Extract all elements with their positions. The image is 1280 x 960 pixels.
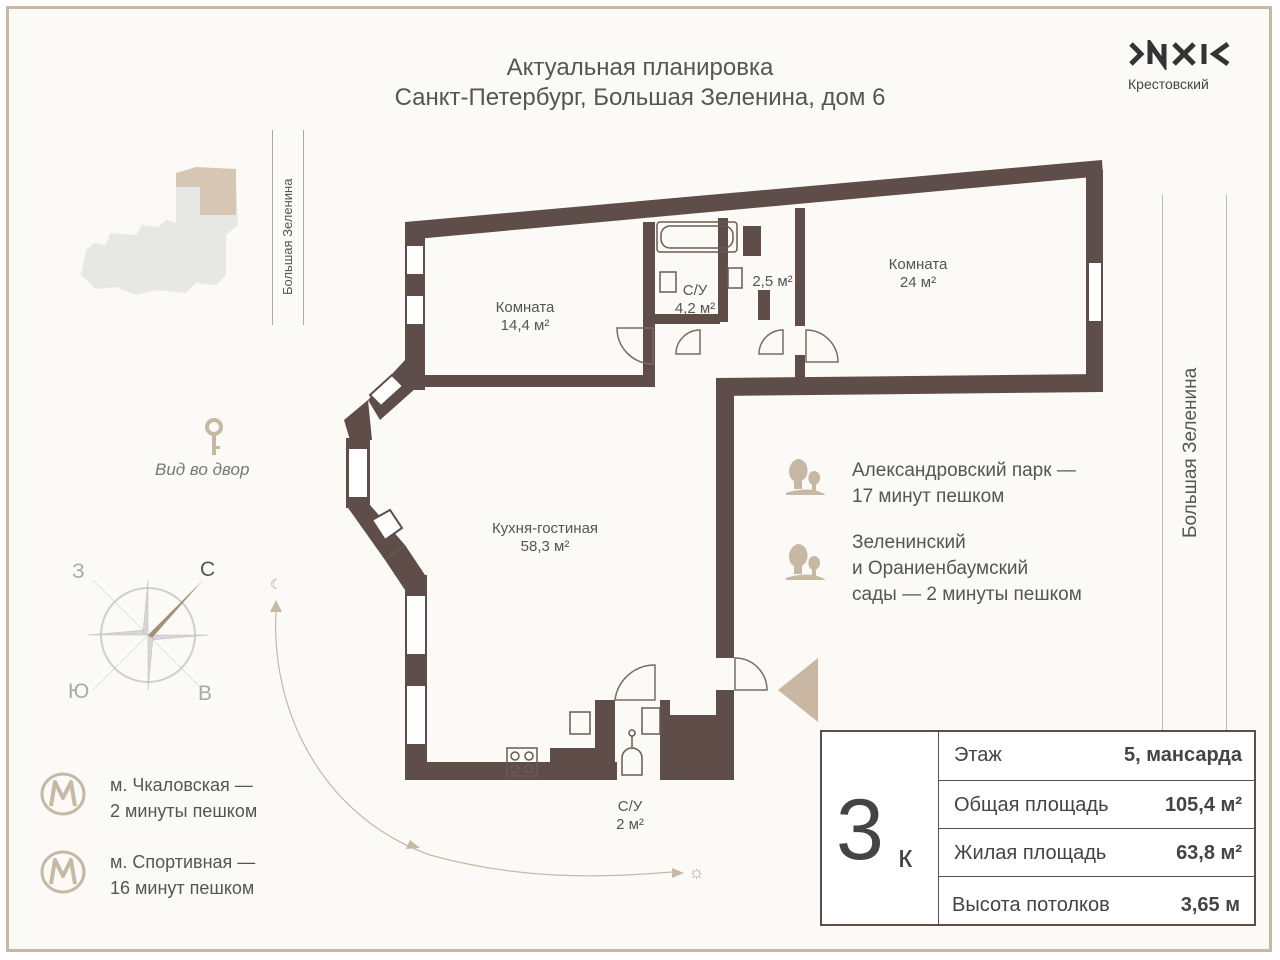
spec-floor-label: Этаж	[954, 744, 1002, 766]
compass-north: С	[200, 558, 216, 581]
metro-icon	[40, 850, 86, 894]
spec-total-value: 105,4 м²	[1164, 794, 1242, 816]
spec-row-sep	[938, 828, 1254, 829]
compass-west: З	[72, 560, 85, 583]
view-label: Вид во двор	[155, 460, 250, 479]
spec-row-sep	[938, 780, 1254, 781]
building-location-map	[81, 167, 238, 295]
spec-floor-value: 5, мансарда	[1124, 744, 1242, 766]
spec-living-value: 63,8 м²	[1176, 842, 1242, 864]
storage-label: 2,5 м²	[752, 273, 793, 290]
spec-row-sep	[938, 876, 1254, 877]
sun-icon: ☼	[688, 862, 705, 882]
metro-2-text: м. Спортивная —16 минут пешком	[110, 852, 256, 898]
krestovsky-logo-icon	[1129, 40, 1230, 70]
metro-icon	[40, 772, 86, 816]
compass-south: Ю	[68, 680, 90, 703]
tree-icon	[786, 544, 826, 580]
street-line-left	[272, 130, 273, 325]
spec-box: 3 к Этаж 5, мансарда Общая площадь 105,4…	[820, 730, 1256, 926]
street-line-right	[1162, 195, 1163, 745]
park-1-text: Александровский парк —17 минут пешком	[852, 460, 1076, 507]
entrance-marker	[778, 658, 818, 722]
spec-ceiling-value: 3,65 м	[1180, 894, 1240, 916]
apartment-type-number: 3	[836, 782, 884, 878]
logo-text: Крестовский	[1128, 76, 1209, 92]
compass-east: В	[198, 682, 213, 705]
spec-living-label: Жилая площадь	[954, 842, 1107, 864]
spec-total-label: Общая площадь	[954, 794, 1109, 816]
street-line-left-2	[303, 130, 304, 325]
compass-rose-icon	[88, 580, 208, 690]
page-subtitle: Санкт-Петербург, Большая Зеленина, дом 6	[394, 84, 886, 111]
page-title: Актуальная планировка	[506, 54, 774, 81]
tree-icon	[786, 459, 826, 495]
street-line-right-2	[1226, 195, 1227, 745]
metro-1-text: м. Чкаловская —2 минуты пешком	[110, 775, 258, 821]
key-icon	[205, 418, 223, 455]
moon-icon: ☾	[270, 576, 283, 592]
apartment-type-suffix: к	[898, 838, 912, 874]
spec-ceiling-label: Высота потолков	[952, 894, 1110, 916]
